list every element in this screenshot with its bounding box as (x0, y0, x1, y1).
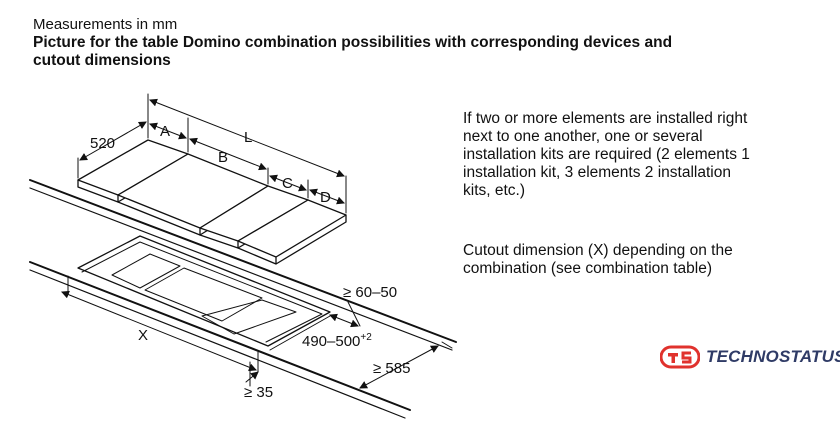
note-line: next to one another, one or several (463, 128, 703, 145)
worktop-depth-label: ≥ 585 (373, 360, 410, 377)
label-a: A (160, 123, 170, 140)
note-line: combination (see combination table) (463, 260, 712, 277)
lower-worktop-with-cutout (29, 235, 411, 419)
note-line: kits, etc.) (463, 182, 526, 199)
technostatus-logo-icon (660, 345, 700, 369)
domino-hobs (77, 139, 347, 265)
label-b: B (218, 149, 228, 166)
min-front-label: ≥ 35 (244, 384, 273, 401)
hob-dimension-lines (77, 93, 347, 214)
note-line: If two or more elements are installed ri… (463, 110, 748, 127)
measurements-unit-note: Measurements in mm (33, 16, 178, 33)
figure-title-line-1: Picture for the table Domino combination… (33, 34, 673, 51)
dimension-labels: 520 A B C D L X ≥ 60–50 490–500+2 ≥ 35 ≥… (90, 123, 410, 401)
label-x: X (138, 327, 148, 344)
cutout-depth-label: 490–500+2 (302, 332, 372, 350)
edge-distance-label: ≥ 60–50 (343, 284, 397, 301)
header: Measurements in mm Picture for the table… (33, 16, 823, 70)
note-line: Cutout dimension (X) depending on the (463, 242, 733, 259)
depth-label: 520 (90, 135, 115, 152)
note-line: installation kits are required (2 elemen… (463, 146, 750, 163)
cutout-dimension-lines (61, 275, 453, 389)
installation-kit-note: If two or more elements are installed ri… (463, 110, 823, 200)
label-l: L (244, 129, 252, 146)
logo-wordmark: TECHNOSTATUS (706, 347, 840, 366)
label-c: C (282, 175, 293, 192)
technostatus-logo: TECHNOSTATUS (660, 343, 840, 371)
figure-title-line-2: cutout dimensions (33, 52, 171, 69)
note-line: installation kit, 3 elements 2 installat… (463, 164, 731, 181)
cutout-note: Cutout dimension (X) depending on the co… (463, 242, 823, 278)
label-d: D (320, 189, 331, 206)
upper-worktop (29, 179, 457, 351)
